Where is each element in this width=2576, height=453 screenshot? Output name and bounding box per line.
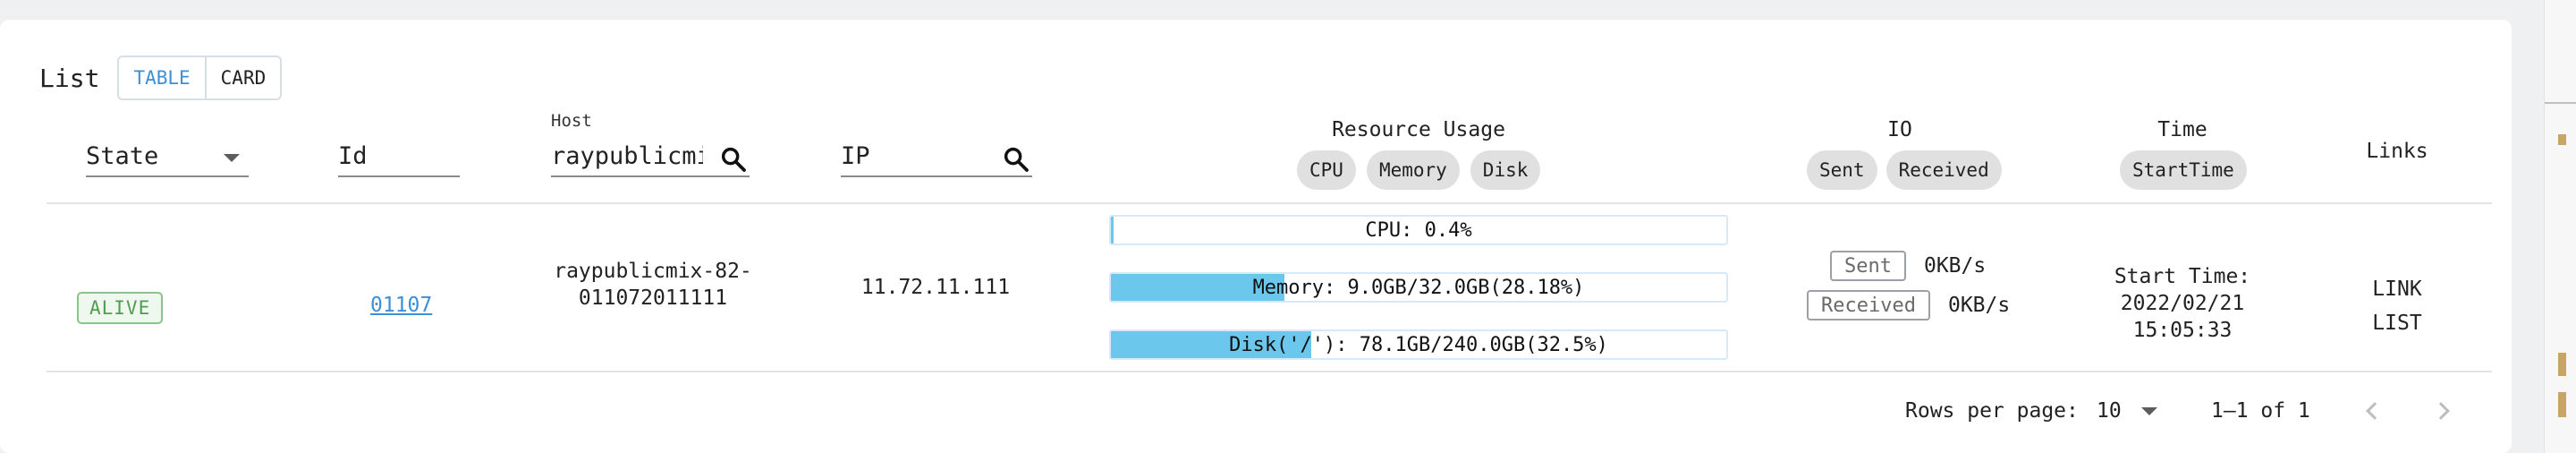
node-id-link[interactable]: 01107 (370, 294, 433, 317)
marker-icon (2558, 134, 2566, 145)
start-time-cell: Start Time: 2022/02/21 15:05:33 (2093, 263, 2272, 344)
host-filter-value: raypublicmi: (551, 141, 703, 170)
search-icon[interactable] (719, 145, 748, 174)
ip-filter-input[interactable]: IP (841, 136, 1032, 177)
io-sort-chips: Sent Received (1807, 150, 2002, 190)
links-header: Links (2366, 140, 2428, 163)
io-received-row: Received 0KB/s (1807, 290, 2010, 321)
received-sort-chip[interactable]: Received (1885, 150, 2002, 190)
row-divider (47, 371, 2492, 372)
list-title: List (39, 63, 100, 93)
cpu-sort-chip[interactable]: CPU (1297, 150, 1356, 190)
state-filter-label: State (86, 141, 159, 170)
sent-value: 0KB/s (1923, 254, 1987, 278)
host-cell: raypublicmix-82- 011072011111 (528, 258, 778, 312)
memory-usage-bar: Memory: 9.0GB/32.0GB(28.18%) (1109, 272, 1728, 303)
disk-usage-fill (1111, 331, 1311, 358)
view-toggle: TABLE CARD (117, 56, 283, 100)
rows-per-page-value: 10 (2097, 399, 2122, 423)
io-header: IO (1887, 118, 1912, 141)
sent-badge: Sent (1830, 251, 1906, 281)
start-time-label: Start Time: (2114, 265, 2251, 288)
cpu-usage-label: CPU: 0.4% (1365, 218, 1472, 242)
cpu-usage-fill (1111, 217, 1114, 244)
pagination-range: 1–1 of 1 (2211, 399, 2310, 423)
host-filter-caption: Host (551, 111, 592, 131)
received-value: 0KB/s (1947, 294, 2011, 317)
host-line-2: 011072011111 (578, 286, 728, 310)
start-time-date: 2022/02/21 (2120, 292, 2245, 315)
link-button[interactable]: LINK (2372, 278, 2422, 301)
card-view-button[interactable]: CARD (204, 57, 281, 98)
disk-usage-bar: Disk('/'): 78.1GB/240.0GB(32.5%) (1109, 329, 1728, 360)
list-header: List TABLE CARD (39, 56, 283, 100)
marker-icon (2558, 353, 2566, 376)
io-sent-row: Sent 0KB/s (1830, 251, 1986, 281)
rows-per-page-label: Rows per page: (1905, 399, 2079, 423)
id-filter-input[interactable]: Id (338, 136, 460, 177)
state-filter-select[interactable]: State (86, 136, 249, 177)
side-scroll-panel[interactable] (2544, 0, 2576, 453)
chevron-right-icon[interactable] (2432, 402, 2450, 420)
table-view-button[interactable]: TABLE (119, 57, 205, 98)
list-button[interactable]: LIST (2372, 312, 2422, 335)
host-line-1: raypublicmix-82- (554, 260, 752, 283)
starttime-sort-chip[interactable]: StartTime (2120, 150, 2247, 190)
id-filter-label: Id (338, 141, 368, 170)
resource-sort-chips: CPU Memory Disk (1297, 150, 1541, 190)
header-divider (47, 202, 2492, 204)
marker-icon (2558, 392, 2566, 417)
cpu-usage-bar: CPU: 0.4% (1109, 215, 1728, 245)
ip-filter-label: IP (841, 141, 870, 170)
ip-cell: 11.72.11.111 (860, 276, 1011, 299)
memory-sort-chip[interactable]: Memory (1366, 150, 1460, 190)
links-cell: LINK LIST (2352, 272, 2442, 340)
time-header: Time (2157, 118, 2207, 141)
status-badge: ALIVE (77, 292, 164, 324)
chevron-down-icon (224, 154, 240, 162)
panel-divider (2545, 102, 2576, 104)
rows-per-page-select[interactable]: 10 (2097, 399, 2157, 423)
memory-usage-label: Memory: 9.0GB/32.0GB(28.18%) (1252, 276, 1585, 299)
search-icon[interactable] (1002, 145, 1030, 174)
disk-usage-label: Disk('/'): 78.1GB/240.0GB(32.5%) (1229, 333, 1608, 356)
start-time-clock: 15:05:33 (2132, 319, 2233, 342)
sent-sort-chip[interactable]: Sent (1807, 150, 1877, 190)
chevron-down-icon (2140, 406, 2157, 415)
resource-usage-header: Resource Usage (1332, 118, 1505, 141)
list-card: List TABLE CARD State Id Host raypublicm… (0, 20, 2512, 453)
time-sort-chips: StartTime (2120, 150, 2247, 190)
host-filter-input[interactable]: raypublicmi: (551, 136, 750, 177)
memory-usage-fill (1111, 274, 1284, 301)
disk-sort-chip[interactable]: Disk (1470, 150, 1541, 190)
received-badge: Received (1807, 290, 1930, 321)
chevron-left-icon[interactable] (2366, 402, 2384, 420)
